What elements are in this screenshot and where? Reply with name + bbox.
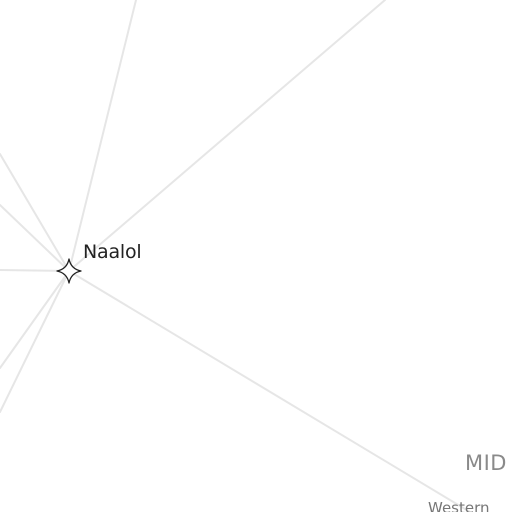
route-line [68,0,386,272]
subregion-label: Western [428,499,490,512]
region-label: MID [465,451,507,475]
four-point-star-icon[interactable] [56,258,82,284]
place-label-naalol[interactable]: Naalol [83,241,142,263]
route-line [0,204,70,272]
route-line [68,270,471,512]
route-line [0,153,70,272]
route-line [68,0,137,272]
route-line [0,270,70,369]
route-line [0,270,70,413]
